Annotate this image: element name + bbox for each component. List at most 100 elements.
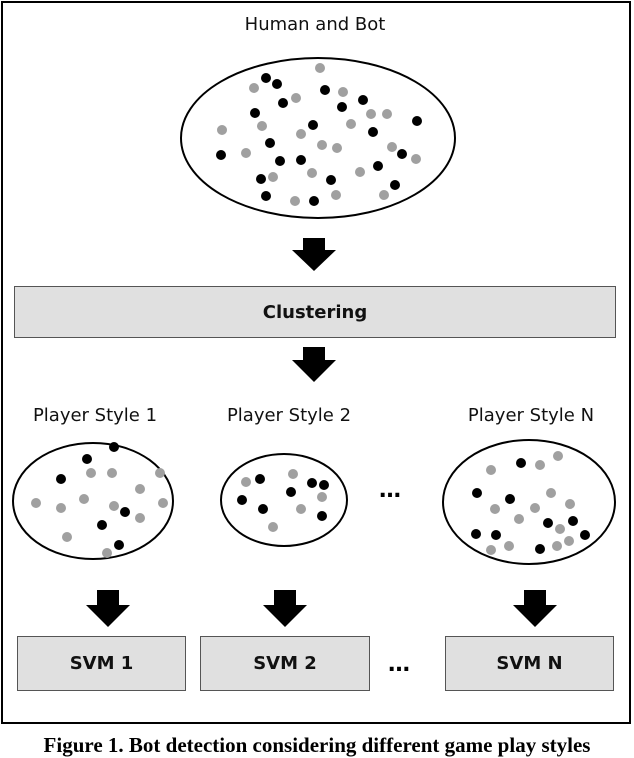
human-dot (86, 468, 96, 478)
down-arrow-icon (292, 238, 336, 271)
human-dot (332, 143, 342, 153)
human-dot (564, 536, 574, 546)
bot-dot (568, 516, 578, 526)
down-arrow-icon (292, 347, 336, 382)
human-dot (411, 154, 421, 164)
bot-dot (390, 180, 400, 190)
down-arrow-icon (513, 590, 557, 627)
bot-dot (412, 116, 422, 126)
bot-dot (56, 474, 66, 484)
population-ellipse (180, 57, 456, 219)
human-dot (107, 468, 117, 478)
human-dot (331, 190, 341, 200)
bot-dot (326, 175, 336, 185)
bot-dot (491, 530, 501, 540)
bot-dot (296, 155, 306, 165)
human-dot (504, 541, 514, 551)
bot-dot (97, 520, 107, 530)
cluster-dots-n (471, 451, 590, 555)
human-dot (387, 142, 397, 152)
figure-frame (1, 1, 631, 724)
bot-dot (275, 156, 285, 166)
cluster-dots-2 (237, 469, 329, 532)
bot-dot (286, 487, 296, 497)
human-dot (379, 190, 389, 200)
figure-caption: Figure 1. Bot detection considering diff… (43, 733, 591, 757)
human-dot (79, 494, 89, 504)
human-dot (257, 121, 267, 131)
cluster-ellipse-2 (220, 453, 348, 547)
bot-dot (82, 454, 92, 464)
bot-dot (261, 73, 271, 83)
human-dot (62, 532, 72, 542)
human-dot (135, 484, 145, 494)
human-and-bot-label: Human and Bot (244, 14, 386, 35)
bot-dot (216, 150, 226, 160)
player-style-2-label: Player Style 2 (226, 405, 352, 426)
bot-dot (256, 174, 266, 184)
player-style-n-label: Player Style N (467, 405, 595, 426)
bot-dot (250, 108, 260, 118)
human-dot (56, 503, 66, 513)
bot-dot (472, 488, 482, 498)
ellipsis-middle: … (379, 478, 403, 503)
human-dot (155, 468, 165, 478)
human-dot (249, 83, 259, 93)
human-dot (109, 501, 119, 511)
bot-dot (516, 458, 526, 468)
human-dot (241, 477, 251, 487)
human-dot (317, 492, 327, 502)
bot-dot (261, 191, 271, 201)
human-dot (546, 488, 556, 498)
human-dot (346, 119, 356, 129)
human-dot (217, 125, 227, 135)
down-arrow-icon (263, 590, 307, 627)
human-dot (366, 109, 376, 119)
ellipsis-bottom: … (388, 652, 412, 677)
human-dot (565, 499, 575, 509)
human-dot (268, 172, 278, 182)
cluster-dots-1 (31, 442, 168, 558)
bot-dot (373, 161, 383, 171)
cluster-ellipse-n (442, 439, 616, 565)
bot-dot (308, 120, 318, 130)
human-dot (338, 87, 348, 97)
bot-dot (258, 504, 268, 514)
human-dot (552, 541, 562, 551)
human-dot (296, 129, 306, 139)
bot-dot (265, 138, 275, 148)
bot-dot (535, 544, 545, 554)
bot-dot (368, 127, 378, 137)
bot-dot (114, 540, 124, 550)
human-dot (291, 93, 301, 103)
human-dot (31, 498, 41, 508)
bot-dot (317, 511, 327, 521)
cluster-ellipse-1 (12, 442, 174, 560)
svm-1-box: SVM 1 (17, 636, 186, 691)
human-dot (317, 140, 327, 150)
human-dot (296, 504, 306, 514)
human-dot (555, 524, 565, 534)
human-dot (382, 109, 392, 119)
human-dot (486, 545, 496, 555)
bot-dot (255, 474, 265, 484)
bot-dot (109, 442, 119, 452)
human-dot (514, 514, 524, 524)
bot-dot (543, 518, 553, 528)
human-dot (307, 168, 317, 178)
human-dot (158, 498, 168, 508)
human-dot (535, 460, 545, 470)
human-dot (290, 196, 300, 206)
bot-dot (580, 530, 590, 540)
diagram-graphics (12, 57, 616, 627)
bot-dot (319, 480, 329, 490)
svm-2-box: SVM 2 (200, 636, 370, 691)
player-style-1-label: Player Style 1 (32, 405, 158, 426)
bot-dot (320, 85, 330, 95)
down-arrow-icon (86, 590, 130, 627)
human-dot (102, 548, 112, 558)
bot-dot (278, 98, 288, 108)
clustering-box: Clustering (14, 286, 616, 338)
human-dot (553, 451, 563, 461)
bot-dot (120, 507, 130, 517)
